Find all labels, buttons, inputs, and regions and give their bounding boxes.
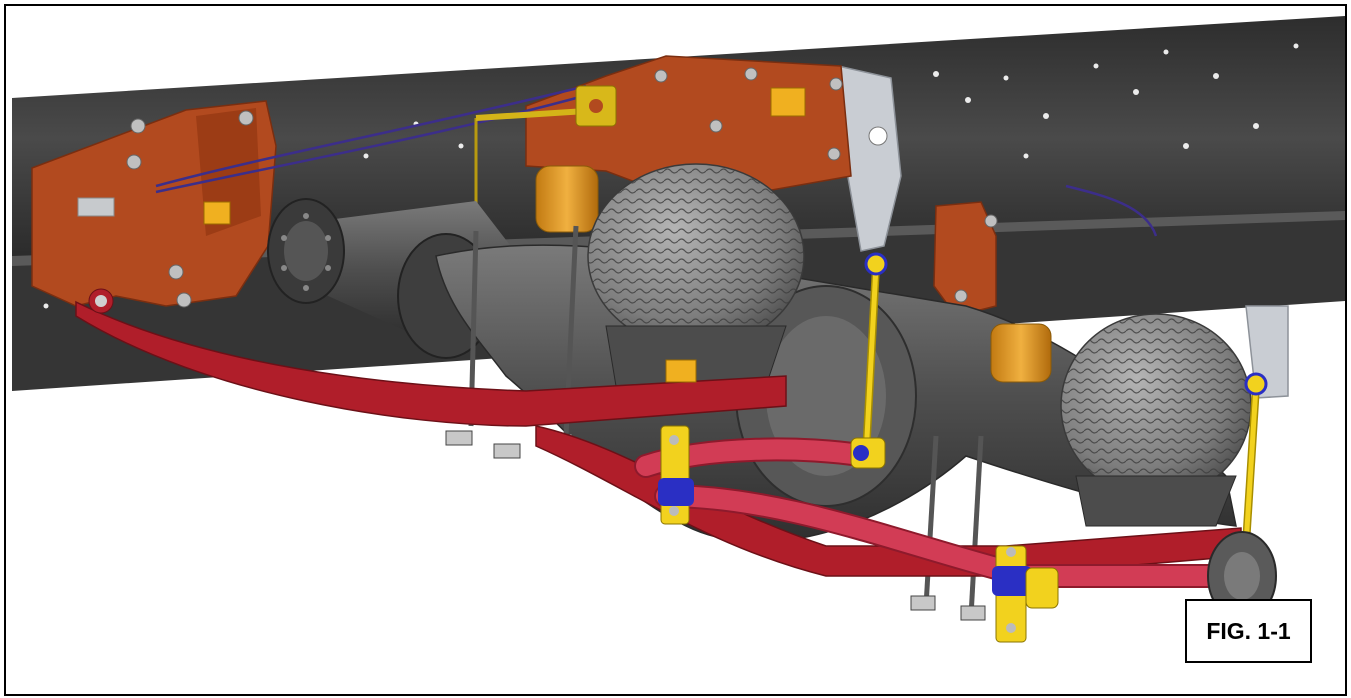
sway-bar-link-front bbox=[850, 252, 888, 469]
figure-frame: FIG. 1-1 bbox=[4, 4, 1347, 696]
sway-bar-bushing-rear bbox=[992, 545, 1059, 643]
rear-frame-bracket bbox=[933, 201, 998, 317]
rear-hanger-bracket bbox=[837, 65, 1289, 399]
bump-stop-rear bbox=[990, 323, 1052, 383]
air-spring-front bbox=[587, 163, 805, 387]
bump-stop-front bbox=[535, 165, 599, 233]
wheel-hub-flange bbox=[1207, 531, 1277, 621]
height-control-valve bbox=[474, 85, 617, 224]
front-spring-bracket bbox=[31, 100, 277, 308]
figure-label: FIG. 1-1 bbox=[1185, 599, 1312, 663]
rear-suspension-illustration bbox=[12, 16, 1345, 643]
air-spring-rear bbox=[1060, 313, 1252, 527]
sway-bar-bushing-front bbox=[658, 425, 694, 525]
air-lines bbox=[155, 84, 1158, 237]
